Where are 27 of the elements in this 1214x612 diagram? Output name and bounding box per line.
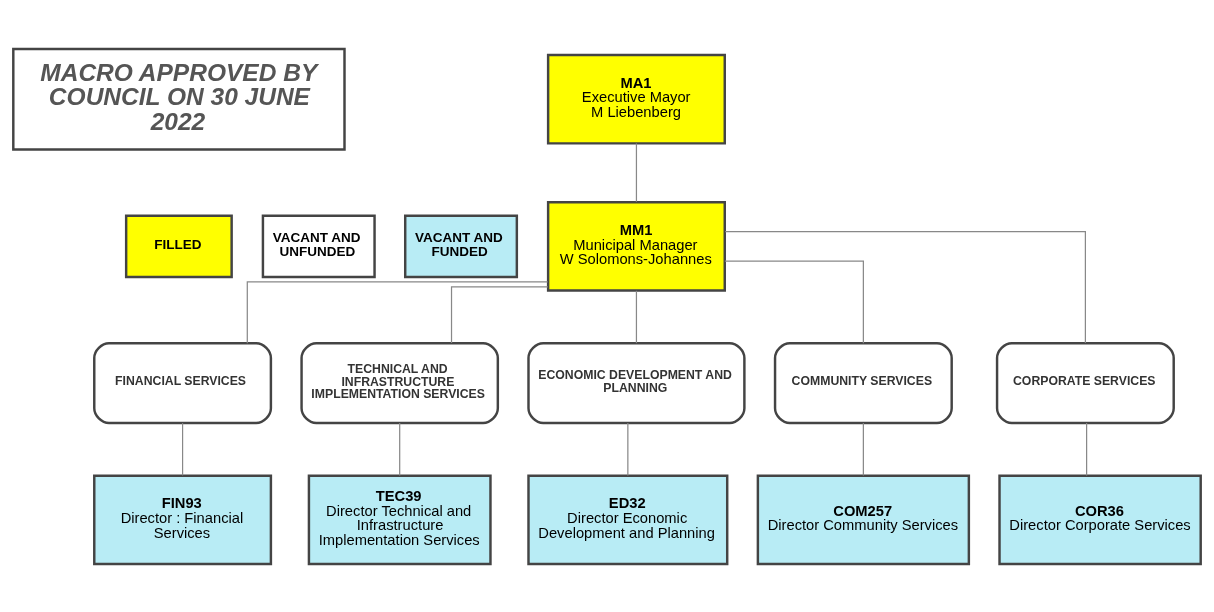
connector — [724, 230, 1086, 344]
node-box: MM1 Municipal Manager W Solomons-Johannes — [546, 200, 726, 292]
legend-label: VACANT AND UNFUNDED — [272, 229, 361, 259]
legend-label: VACANT AND FUNDED — [415, 229, 503, 259]
node-box: COM257 Director Community Services — [756, 474, 971, 565]
node-box: ED32 Director Economic Development and Planning — [527, 474, 729, 565]
node-box: TECHNICAL AND INFRASTRUCTURE IMPLEMENTATION SERVICES — [300, 341, 500, 424]
connector — [1086, 421, 1088, 476]
node-box: COMMUNITY SERVICES — [773, 341, 953, 424]
node-box: COR36 Director Corporate Services — [998, 474, 1202, 565]
node-box: FIN93 Director : Financial Services — [93, 474, 273, 565]
connector — [724, 260, 864, 344]
connector — [181, 421, 184, 476]
connector — [246, 280, 549, 344]
node-box: CORPORATE SERVICES — [995, 341, 1175, 424]
connector — [399, 421, 401, 476]
connector — [627, 421, 629, 476]
node-box: MA1 Executive Mayor M Liebenberg — [546, 53, 726, 145]
connector — [635, 142, 638, 202]
connector — [862, 421, 864, 476]
node-box: TEC39 Director Technical and Infrastructure Implementation Services — [307, 474, 492, 565]
legend-label: FILLED — [154, 236, 202, 252]
connector — [635, 289, 638, 344]
node-box: ECONOMIC DEVELOPMENT AND PLANNING — [527, 341, 746, 424]
connector — [450, 285, 549, 343]
node-box: FINANCIAL SERVICES — [93, 341, 273, 424]
node-box: MACRO APPROVED BY COUNCIL ON 30 JUNE 2022 — [12, 47, 346, 151]
